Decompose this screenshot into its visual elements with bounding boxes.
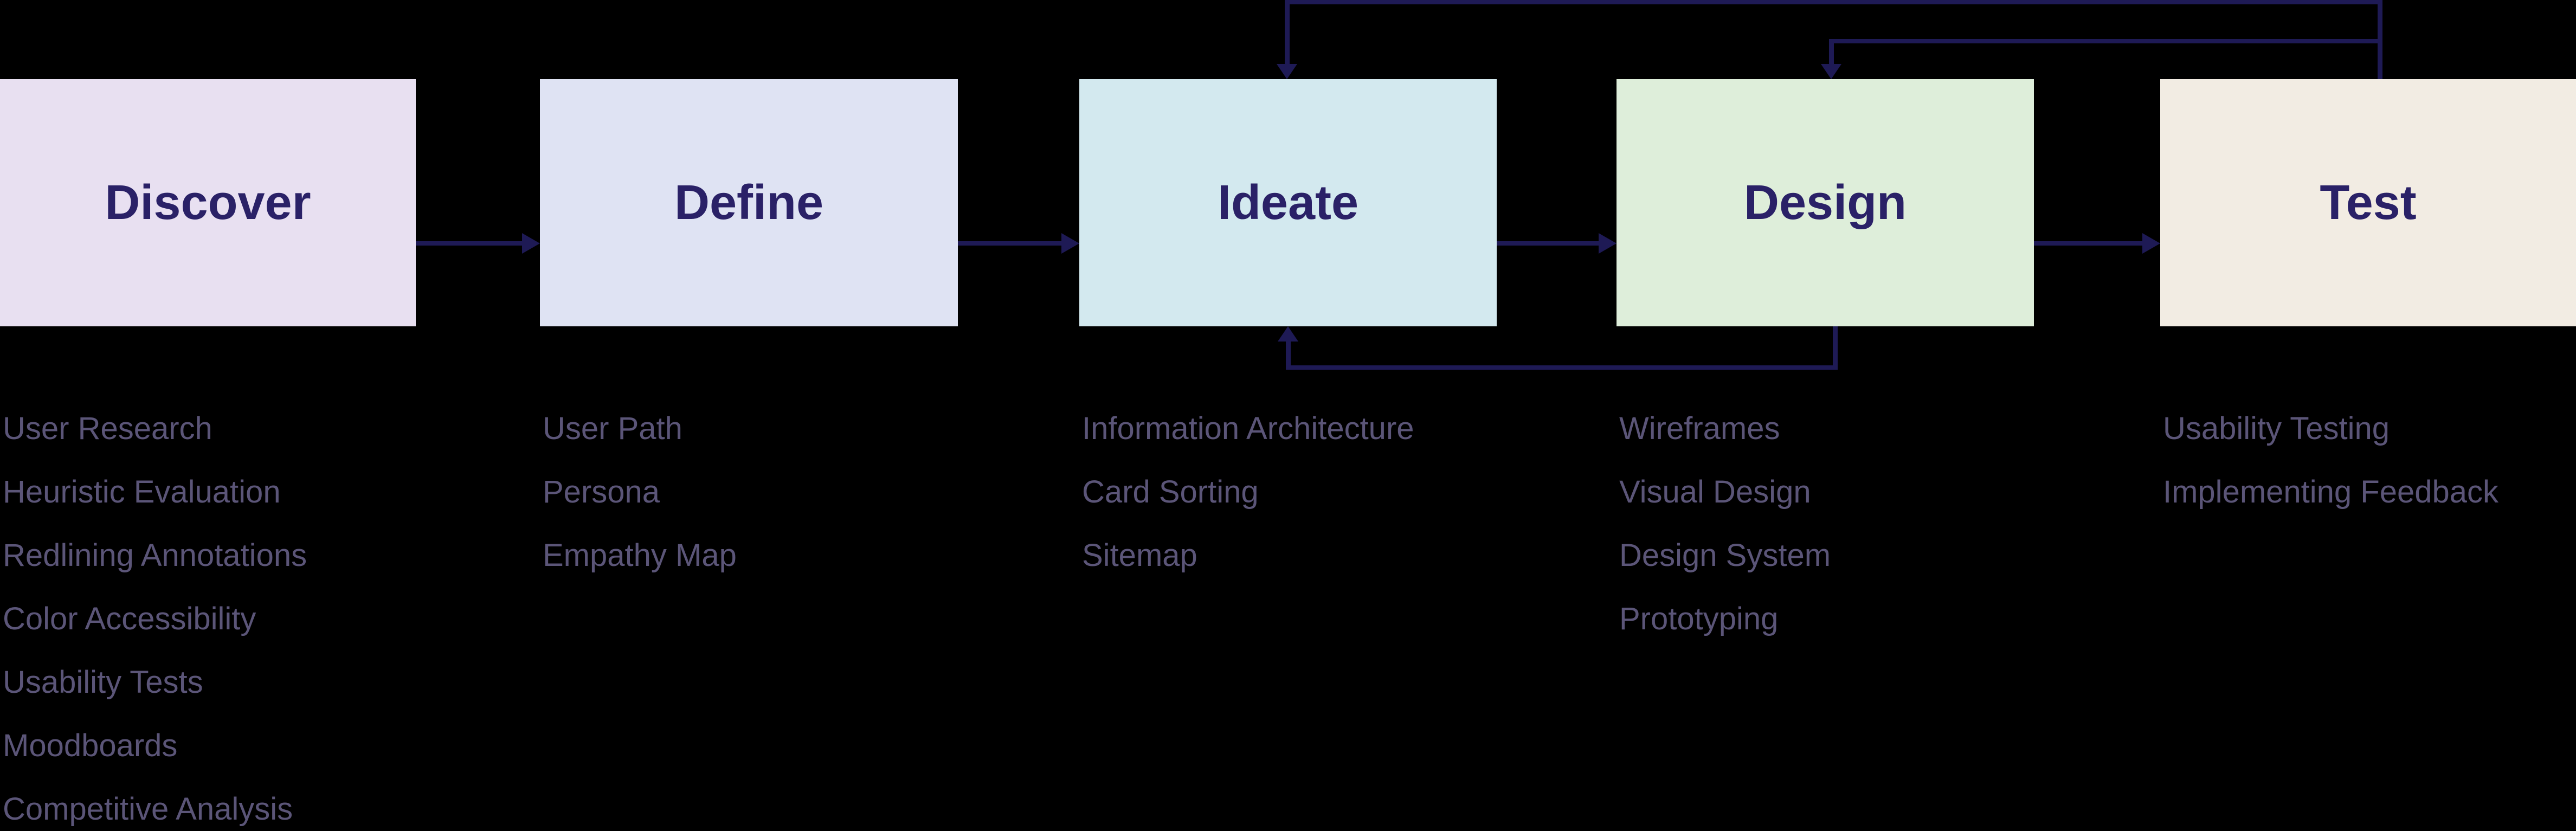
list-item: Competitive Analysis — [3, 791, 293, 827]
feedback-design-to-ideate-horizontal — [1286, 365, 1838, 370]
arrow-design-to-test-head — [2142, 233, 2160, 254]
feedback-test-to-design-vertical-to-design — [1829, 43, 1834, 64]
arrow-define-to-ideate-line — [958, 241, 1061, 246]
stage-box-discover: Discover — [0, 79, 416, 326]
list-item: User Path — [543, 411, 682, 446]
stage-title-ideate: Ideate — [1217, 175, 1359, 230]
stage-box-define: Define — [540, 79, 958, 326]
stage-box-test: Test — [2160, 79, 2576, 326]
list-item: Information Architecture — [1082, 411, 1414, 446]
stage-title-discover: Discover — [105, 175, 311, 230]
list-item: Design System — [1619, 538, 1831, 573]
feedback-test-to-ideate-horizontal — [1285, 0, 2382, 4]
stage-title-define: Define — [674, 175, 824, 230]
list-item: Prototyping — [1619, 601, 1779, 636]
feedback-test-to-design-head — [1821, 64, 1841, 79]
list-item: Card Sorting — [1082, 474, 1259, 510]
arrow-discover-to-define-line — [416, 241, 522, 246]
stage-box-design: Design — [1617, 79, 2034, 326]
list-item: Heuristic Evaluation — [3, 474, 281, 510]
list-item: Usability Tests — [3, 665, 203, 700]
list-item: Redlining Annotations — [3, 538, 307, 573]
list-item: Wireframes — [1619, 411, 1780, 446]
stage-title-design: Design — [1743, 175, 1907, 230]
list-item: Color Accessibility — [3, 601, 256, 636]
feedback-test-to-ideate-head — [1277, 64, 1297, 79]
arrow-define-to-ideate-head — [1061, 233, 1079, 254]
list-item: Persona — [543, 474, 660, 510]
arrow-ideate-to-design-head — [1599, 233, 1617, 254]
arrow-ideate-to-design-line — [1497, 241, 1599, 246]
list-item: Visual Design — [1619, 474, 1811, 510]
feedback-design-to-ideate-vertical-to-ideate — [1286, 342, 1291, 365]
feedback-test-to-ideate-vertical-to-ideate — [1285, 4, 1290, 64]
feedback-design-to-ideate-vertical-from-design — [1833, 326, 1838, 370]
stage-box-ideate: Ideate — [1079, 79, 1497, 326]
feedback-design-to-ideate-head — [1278, 326, 1298, 342]
list-item: Moodboards — [3, 728, 178, 763]
stage-title-test: Test — [2320, 175, 2417, 230]
list-item: Sitemap — [1082, 538, 1197, 573]
list-item: User Research — [3, 411, 212, 446]
arrow-design-to-test-line — [2034, 241, 2142, 246]
feedback-test-to-design-horizontal — [1829, 39, 2382, 43]
list-item: Usability Testing — [2163, 411, 2390, 446]
arrow-discover-to-define-head — [522, 233, 540, 254]
list-item: Implementing Feedback — [2163, 474, 2498, 510]
list-item: Empathy Map — [543, 538, 737, 573]
